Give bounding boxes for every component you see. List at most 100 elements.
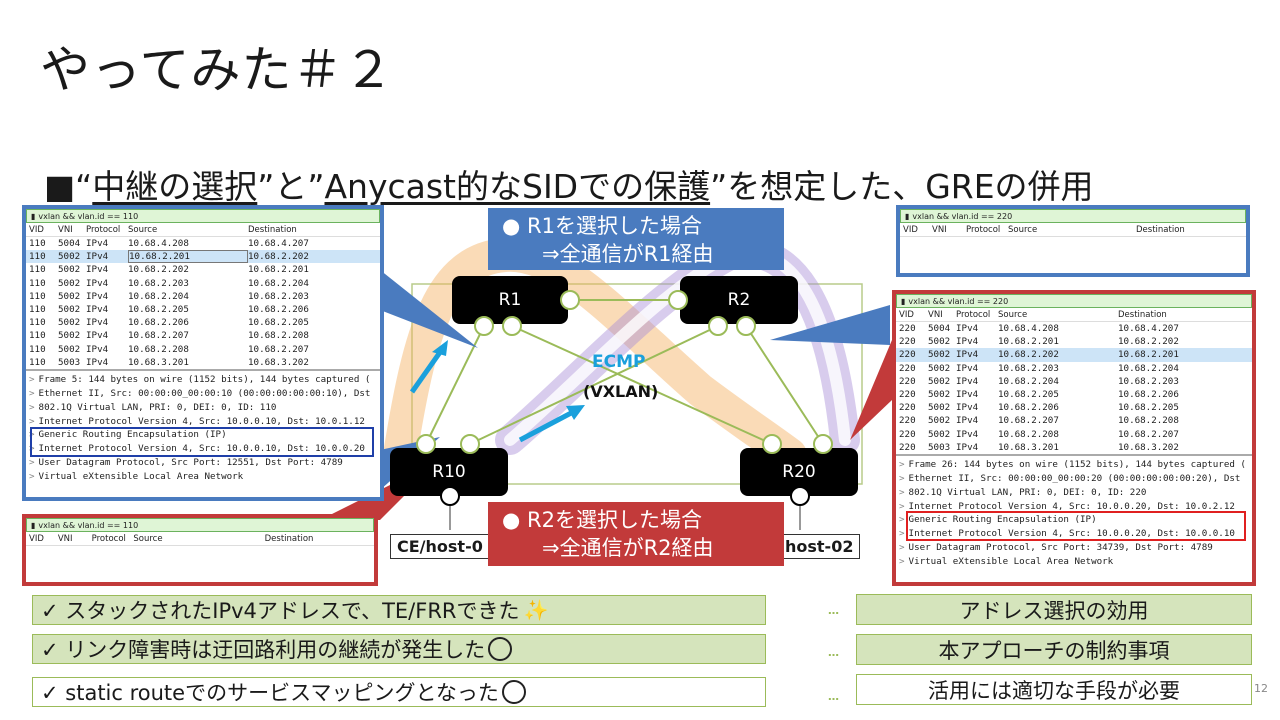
port-icon [460, 434, 480, 454]
detail-line[interactable]: >Generic Routing Encapsulation (IP) [26, 428, 380, 442]
check-text: ✓ static routeでのサービスマッピングとなった [41, 681, 499, 705]
detail-line[interactable]: >Internet Protocol Version 4, Src: 10.0.… [26, 442, 380, 456]
col-source[interactable]: Source [998, 309, 1028, 320]
col-protocol[interactable]: Protocol [91, 533, 126, 544]
col-source[interactable]: Source [1008, 224, 1038, 235]
packet-cell: 5002 [928, 415, 951, 427]
packet-cell: 10.68.3.201 [128, 356, 189, 368]
chevron-right-icon: > [29, 388, 35, 400]
detail-line[interactable]: >Frame 5: 144 bytes on wire (1152 bits),… [26, 373, 380, 387]
col-destination[interactable]: Destination [248, 224, 297, 235]
packet-cell: 220 [899, 349, 916, 361]
detail-line[interactable]: >Internet Protocol Version 4, Src: 10.0.… [896, 499, 1252, 513]
detail-line[interactable]: >Generic Routing Encapsulation (IP) [896, 513, 1252, 527]
packet-cell: IPv4 [86, 356, 109, 368]
col-vni[interactable]: VNI [932, 224, 947, 235]
col-vni[interactable]: VNI [57, 533, 73, 544]
packet-cell: 10.68.2.204 [1118, 362, 1179, 374]
col-destination[interactable]: Destination [1118, 309, 1167, 320]
port-icon [502, 316, 522, 336]
packet-list-header: VID VNI Protocol Source Destination [26, 223, 380, 237]
chevron-right-icon: > [899, 500, 905, 512]
host-port-icon [440, 486, 460, 506]
col-vid[interactable]: VID [29, 533, 44, 544]
detail-line[interactable]: >Frame 26: 144 bytes on wire (1152 bits)… [896, 458, 1252, 472]
detail-line[interactable]: >User Datagram Protocol, Src Port: 34739… [896, 541, 1252, 555]
router-r2: R2 [680, 276, 798, 324]
detail-line[interactable]: >802.1Q Virtual LAN, PRI: 0, DEI: 0, ID:… [26, 400, 380, 414]
col-vid[interactable]: VID [29, 224, 44, 235]
detail-line[interactable]: >Virtual eXtensible Local Area Network [26, 469, 380, 483]
sparkle-icon: ✨ [523, 598, 549, 622]
col-vid[interactable]: VID [903, 224, 918, 235]
col-vid[interactable]: VID [899, 309, 914, 320]
detail-text: Frame 26: 144 bytes on wire (1152 bits),… [908, 459, 1246, 471]
detail-line[interactable]: >802.1Q Virtual LAN, PRI: 0, DEI: 0, ID:… [896, 485, 1252, 499]
col-protocol[interactable]: Protocol [86, 224, 121, 235]
packet-cell: 5002 [928, 375, 951, 387]
packet-cell: 10.68.2.207 [128, 330, 189, 342]
col-destination[interactable]: Destination [1136, 224, 1185, 235]
col-source[interactable]: Source [128, 224, 158, 235]
packet-cell: IPv4 [86, 330, 109, 342]
detail-line[interactable]: >Ethernet II, Src: 00:00:00_00:00:10 (00… [26, 387, 380, 401]
scream-face-icon [501, 680, 526, 704]
router-label: R2 [727, 290, 751, 310]
packet-cell: 10.68.2.205 [248, 317, 309, 329]
col-protocol[interactable]: Protocol [966, 224, 1001, 235]
detail-line[interactable]: >Internet Protocol Version 4, Src: 10.0.… [896, 527, 1252, 541]
chevron-right-icon: > [899, 528, 905, 540]
packet-cell: 10.68.2.204 [998, 375, 1059, 387]
port-icon [813, 434, 833, 454]
packet-cell: 10.68.2.203 [1118, 375, 1179, 387]
detail-line[interactable]: >User Datagram Protocol, Src Port: 12551… [26, 456, 380, 470]
detail-line[interactable]: >Virtual eXtensible Local Area Network [896, 554, 1252, 568]
col-destination[interactable]: Destination [264, 533, 314, 544]
host-left-label: CE/host-0 [390, 534, 490, 559]
callout-pointer-blue [770, 305, 890, 345]
col-source[interactable]: Source [133, 533, 163, 544]
detail-text: Internet Protocol Version 4, Src: 10.0.0… [38, 443, 365, 455]
packet-cell: IPv4 [86, 317, 109, 329]
display-filter[interactable]: ▮vxlan && vlan.id == 220 [896, 294, 1252, 308]
detail-text: Internet Protocol Version 4, Src: 10.0.0… [908, 500, 1235, 512]
display-filter[interactable]: ▮vxlan && vlan.id == 110 [26, 518, 374, 532]
chevron-right-icon: > [29, 401, 35, 413]
col-protocol[interactable]: Protocol [956, 309, 991, 320]
packet-cell: 10.68.2.203 [248, 290, 309, 302]
detail-line[interactable]: >Ethernet II, Src: 00:00:00_00:00:20 (00… [896, 472, 1252, 486]
col-vni[interactable]: VNI [928, 309, 943, 320]
packet-cell: 110 [29, 343, 46, 355]
packet-cell: IPv4 [956, 389, 979, 401]
packet-cell: 10.68.2.208 [998, 428, 1059, 440]
display-filter[interactable]: ▮vxlan && vlan.id == 220 [900, 209, 1246, 223]
filter-text: vxlan && vlan.id == 110 [38, 211, 139, 221]
col-vni[interactable]: VNI [58, 224, 73, 235]
detail-line[interactable]: >Internet Protocol Version 4, Src: 10.0.… [26, 414, 380, 428]
packet-cell: 10.68.2.204 [128, 290, 189, 302]
packet-cell: 5002 [58, 264, 81, 276]
display-filter[interactable]: ▮vxlan && vlan.id == 110 [26, 209, 380, 223]
